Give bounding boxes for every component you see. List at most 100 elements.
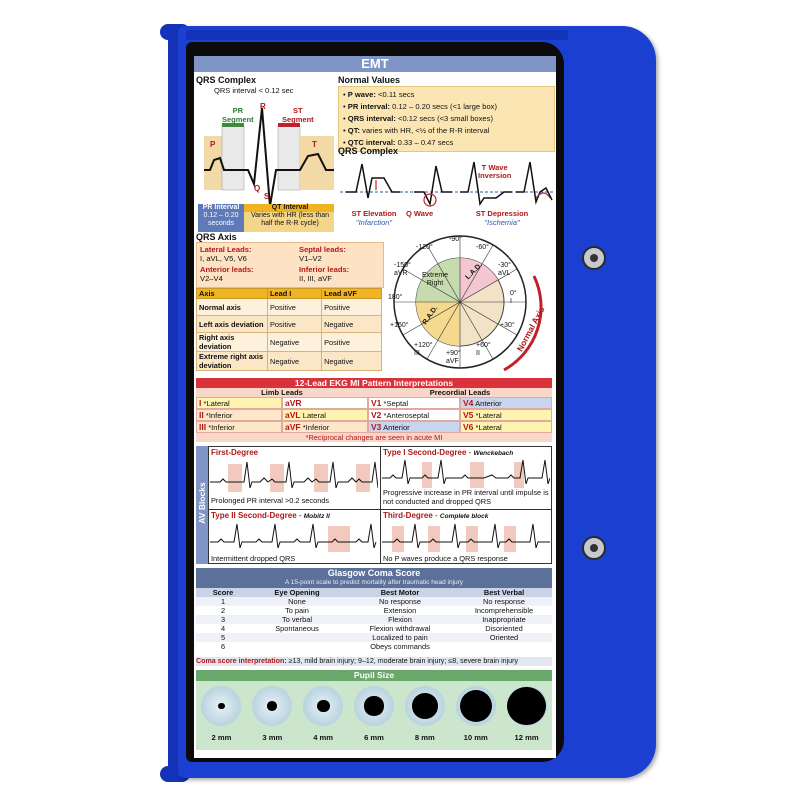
gcs-motor-cell: Flexion withdrawal [369,624,431,633]
mi-lead-territory: Anterior [475,399,502,408]
lead-i-cell: Negative [266,351,323,371]
mi-lead-territory: *Inferior [208,423,235,432]
gcs-verbal-cell: Inappropriate [482,615,526,624]
axis-name-cell: Normal axis [196,298,268,316]
normal-value-item: • P wave: <0.11 secs [343,90,415,99]
gcs-eye-cell: None [288,597,306,606]
pupil-item: 6 mm [352,684,396,748]
mi-lead-cell: V5 *Lateral [460,409,552,421]
gcs-interpretation: Coma score interpretation: ≥13, mild bra… [196,657,552,666]
pupil-dot [316,699,330,713]
mi-lead-territory: Anterior [383,423,410,432]
qrs-changes-diagram [340,161,554,207]
mi-lead-cell: aVL Lateral [282,409,368,421]
mi-lead-territory: *Lateral [203,399,230,408]
st-elevation-caption: ST Elevation "Infarction" [346,209,402,227]
third-degree-text: No P waves produce a QRS response [383,554,508,563]
mi-lead-territory: *Anteroseptal [383,411,430,420]
gcs-subheading: A 15-point scale to predict mortality af… [284,579,464,586]
pr-interval-text: 0.12 – 0.20 seconds [203,212,239,227]
pupil-dot [459,690,492,722]
gcs-score-cell: 4 [220,624,226,633]
gcs-col-motor: Best Motor [380,588,420,597]
ring-hole-top [582,246,606,270]
second-degree-type1-strip [382,459,550,488]
gcs-score-cell: 1 [220,597,226,606]
lead-i-cell: Positive [266,315,323,333]
second-degree-type2-sub: Mobitz II [303,513,330,520]
deg-minus-90: -90° [449,236,462,243]
gcs-table: Score Eye Opening Best Motor Best Verbal… [196,588,552,651]
av-blocks-divider-v [380,446,381,564]
t-wave-inversion-label: T Wave Inversion [478,163,512,180]
reference-sheet: EMT QRS Complex QRS interval < 0.12 sec … [194,56,556,758]
pupil-size-label: 10 mm [463,733,488,742]
mi-lead-name: I [199,398,202,408]
lead-avf-cell: Positive [321,332,382,352]
infarction-label: "Infarction" [355,218,393,227]
gcs-motor-cell: Localized to pain [372,633,428,642]
pupil-size-label: 6 mm [364,733,384,742]
normal-value-item: • QT: varies with HR, <½ of the R-R inte… [343,126,490,135]
normal-values-box: • P wave: <0.11 secs• PR interval: 0.12 … [338,86,555,152]
mi-lead-name: aVR [285,398,302,408]
t-wave-label: T [312,140,317,149]
gcs-eye-cell: To verbal [282,615,312,624]
gcs-table-header: Score Eye Opening Best Motor Best Verbal [196,588,552,597]
second-degree-type1-title-row: Type I Second-Degree - Wenckebach [383,448,514,457]
q-wave-label: Q [254,184,261,193]
sheet-title: EMT [194,56,556,72]
limb-leads-heading: Limb Leads [196,388,368,397]
clipboard-clip-bar[interactable] [186,30,568,40]
gcs-score-cell: 5 [220,633,226,642]
ring-hole-bottom [582,536,606,560]
mi-lead-cell: III *Inferior [196,421,282,433]
mi-lead-territory: Lateral [302,411,326,420]
second-degree-type1-title: Type I Second-Degree [383,448,467,457]
normal-value-item: • QTC interval: 0.33 – 0.47 secs [343,138,454,147]
normal-values-heading: Normal Values [338,75,401,85]
mi-lead-cell: V1 *Septal [368,397,460,409]
gcs-verbal-cell: Incomprehensible [474,606,534,615]
deg-180: 180° [388,294,403,301]
mi-lead-cell: V2 *Anteroseptal [368,409,460,421]
pr-segment-label: PR Segment [222,106,254,124]
lead-avf-cell: Positive [321,298,382,316]
gcs-verbal-cell [456,642,552,651]
gcs-col-score: Score [212,588,234,597]
axis-table-header: Axis Lead I Lead aVF [196,288,382,299]
qrs-complex-heading: QRS Complex [196,75,257,85]
mi-lead-cell: aVF *Inferior [282,421,368,433]
mi-lead-territory: *Lateral [475,423,502,432]
second-degree-type2-text: Intermittent dropped QRS [211,554,296,563]
lead-groups-box: Lateral Leads:I, aVL, V5, V6 Septal lead… [196,242,384,288]
normal-value-label: QRS interval: [347,114,396,123]
qrs-axis-heading: QRS Axis [196,232,237,242]
deg-plus-120: +120° III [414,342,433,357]
anterior-leads-label: Anterior leads: [200,265,254,274]
precordial-leads-heading: Precordial Leads [368,388,552,397]
normal-value-value: 0.33 – 0.47 secs [397,138,454,147]
gcs-score-cell: 3 [220,615,226,624]
mi-lead-cell: V4 Anterior [460,397,552,409]
mi-footnote: *Reciprocal changes are seen in acute MI [196,433,552,442]
gcs-interpretation-text: ≥13, mild brain injury; 9–12, moderate b… [288,657,519,665]
pupil-size-label: 3 mm [262,733,283,742]
deg-0: 0° I [510,290,517,305]
pupil-item: 3 mm [250,684,294,748]
pupil-size-label: 4 mm [313,733,334,742]
axis-col-header: Axis [196,288,268,299]
mi-lead-cell: V3 Anterior [368,421,460,433]
gcs-motor-cell: Extension [383,606,417,615]
anterior-leads: Anterior leads:V2–V4 [200,265,254,283]
normal-value-value: <0.11 secs [378,90,415,99]
pupil-dot [267,701,278,711]
mi-lead-cell: II *Inferior [196,409,282,421]
